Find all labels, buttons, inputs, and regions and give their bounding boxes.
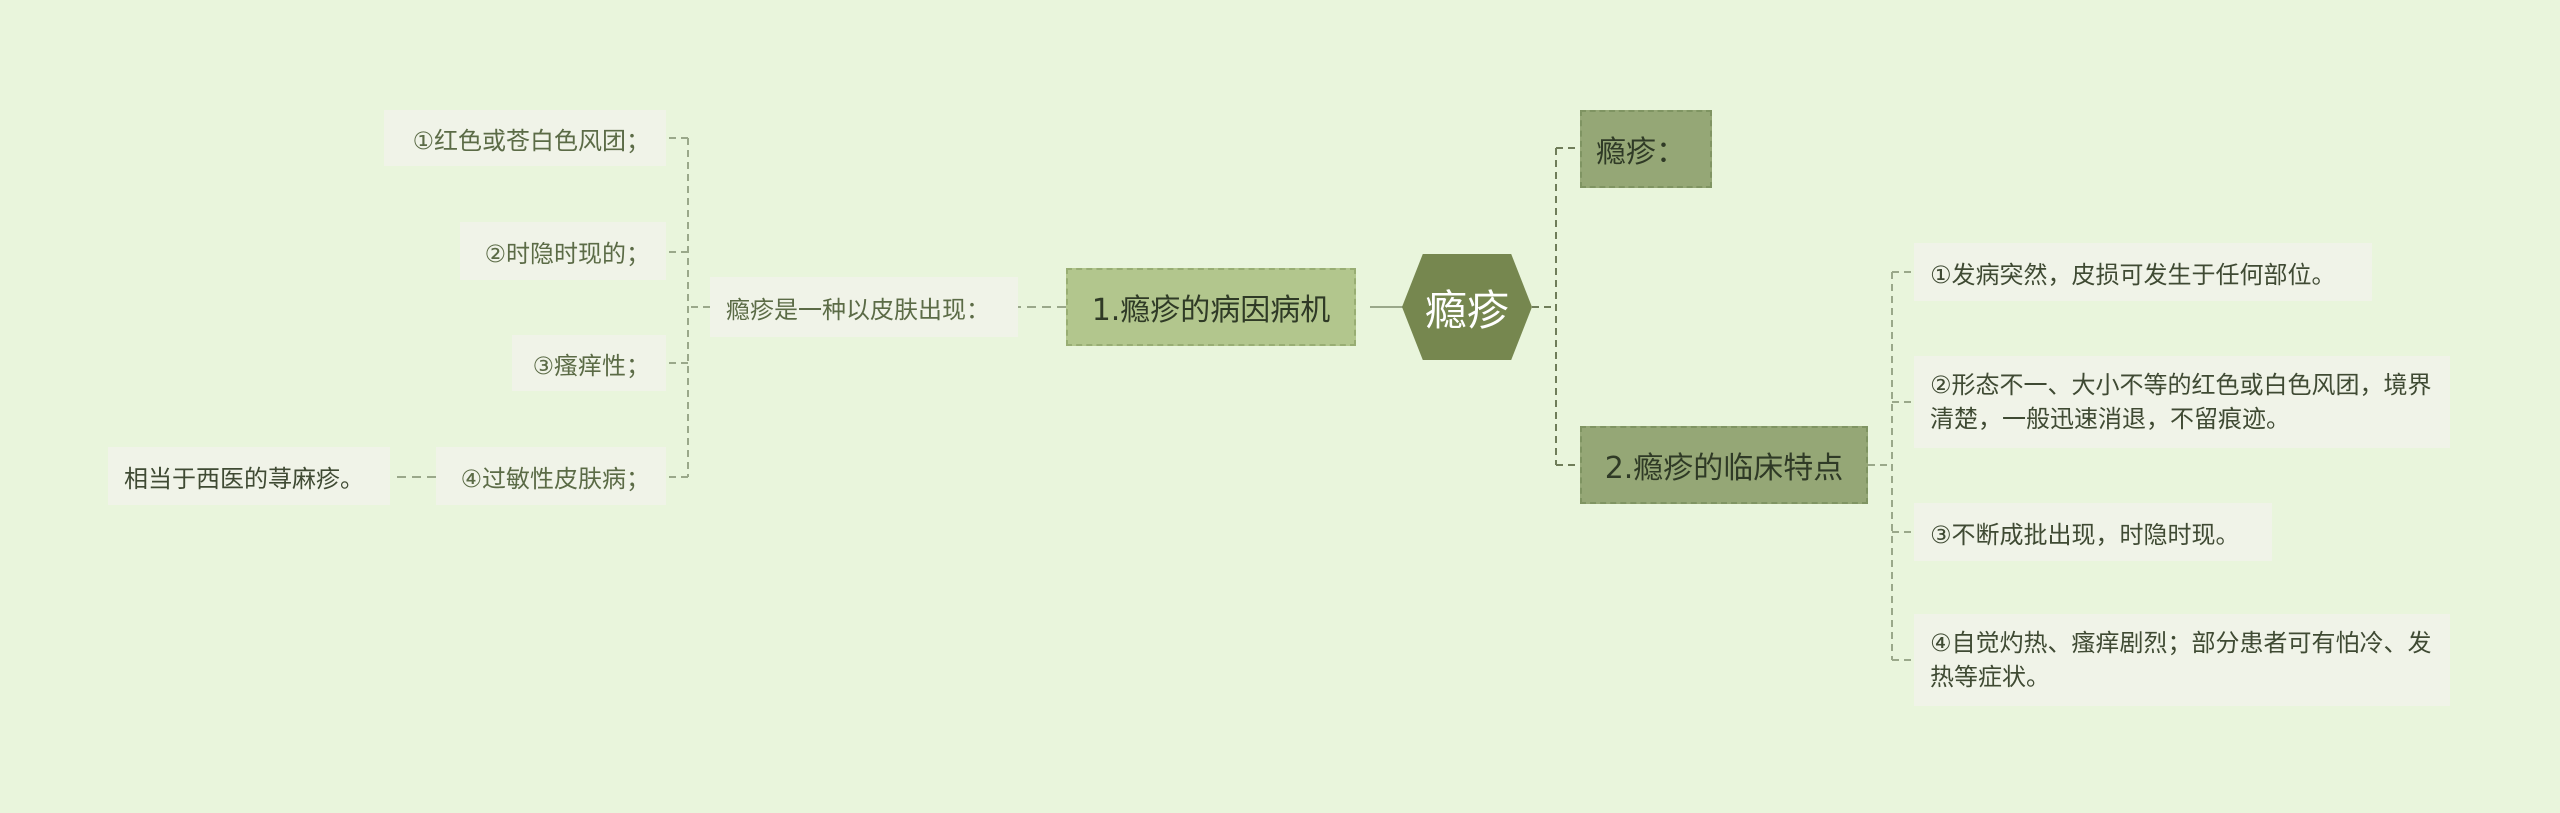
connector-center-right bbox=[1532, 147, 1580, 466]
branch-cause: 1.瘾疹的病因病机 bbox=[1066, 268, 1356, 346]
cause-item-4-note: 相当于西医的荨麻疹。 bbox=[108, 447, 390, 505]
connector-clinical-items bbox=[1868, 271, 1912, 661]
cause-item-1: ①红色或苍白色风团； bbox=[384, 110, 666, 166]
branch-clinical: 2.瘾疹的临床特点 bbox=[1580, 426, 1868, 504]
cause-item-4: ④过敏性皮肤病； bbox=[436, 447, 666, 505]
clinical-item-1: ①发病突然，皮损可发生于任何部位。 bbox=[1914, 243, 2372, 301]
clinical-item-2: ②形态不一、大小不等的红色或白色风团，境界清楚，一般迅速消退，不留痕迹。 bbox=[1914, 356, 2450, 448]
cause-item-2: ②时隐时现的； bbox=[460, 222, 666, 280]
cause-subtopic: 瘾疹是一种以皮肤出现： bbox=[710, 277, 1018, 337]
clinical-item-4: ④自觉灼热、瘙痒剧烈；部分患者可有怕冷、发热等症状。 bbox=[1914, 614, 2450, 706]
cause-item-3: ③瘙痒性； bbox=[512, 335, 666, 391]
branch-top: 瘾疹： bbox=[1580, 110, 1712, 188]
connector-sub-items bbox=[668, 137, 710, 478]
central-topic: 瘾疹 bbox=[1402, 254, 1532, 360]
clinical-item-3: ③不断成批出现，时隐时现。 bbox=[1914, 503, 2272, 561]
